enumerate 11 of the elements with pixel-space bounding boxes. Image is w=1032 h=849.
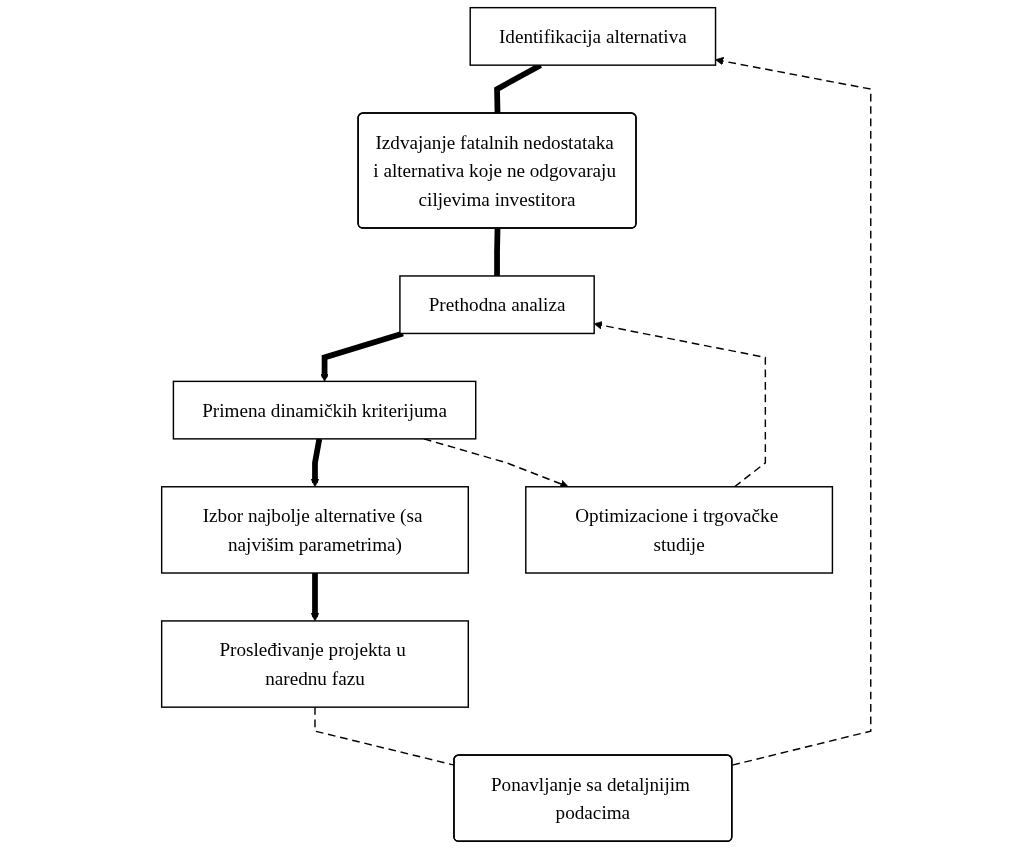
arrow — [593, 321, 766, 488]
arrow — [310, 438, 322, 488]
arrow — [320, 330, 404, 382]
node-box: Prosleđivanje projekta u narednu fazu — [160, 620, 469, 708]
node-box: Primena dinamičkih kriterijuma — [172, 380, 477, 440]
node-box: Optimizacione i trgovačke studije — [524, 486, 833, 574]
node-box: Prethodna analiza — [398, 275, 595, 335]
connector — [493, 228, 501, 276]
node-box: Identifikacija alternativa — [469, 6, 717, 66]
arrow — [310, 573, 319, 622]
node-box: Izbor najbolje alternative (sa najvišim parametrima) — [160, 486, 469, 574]
